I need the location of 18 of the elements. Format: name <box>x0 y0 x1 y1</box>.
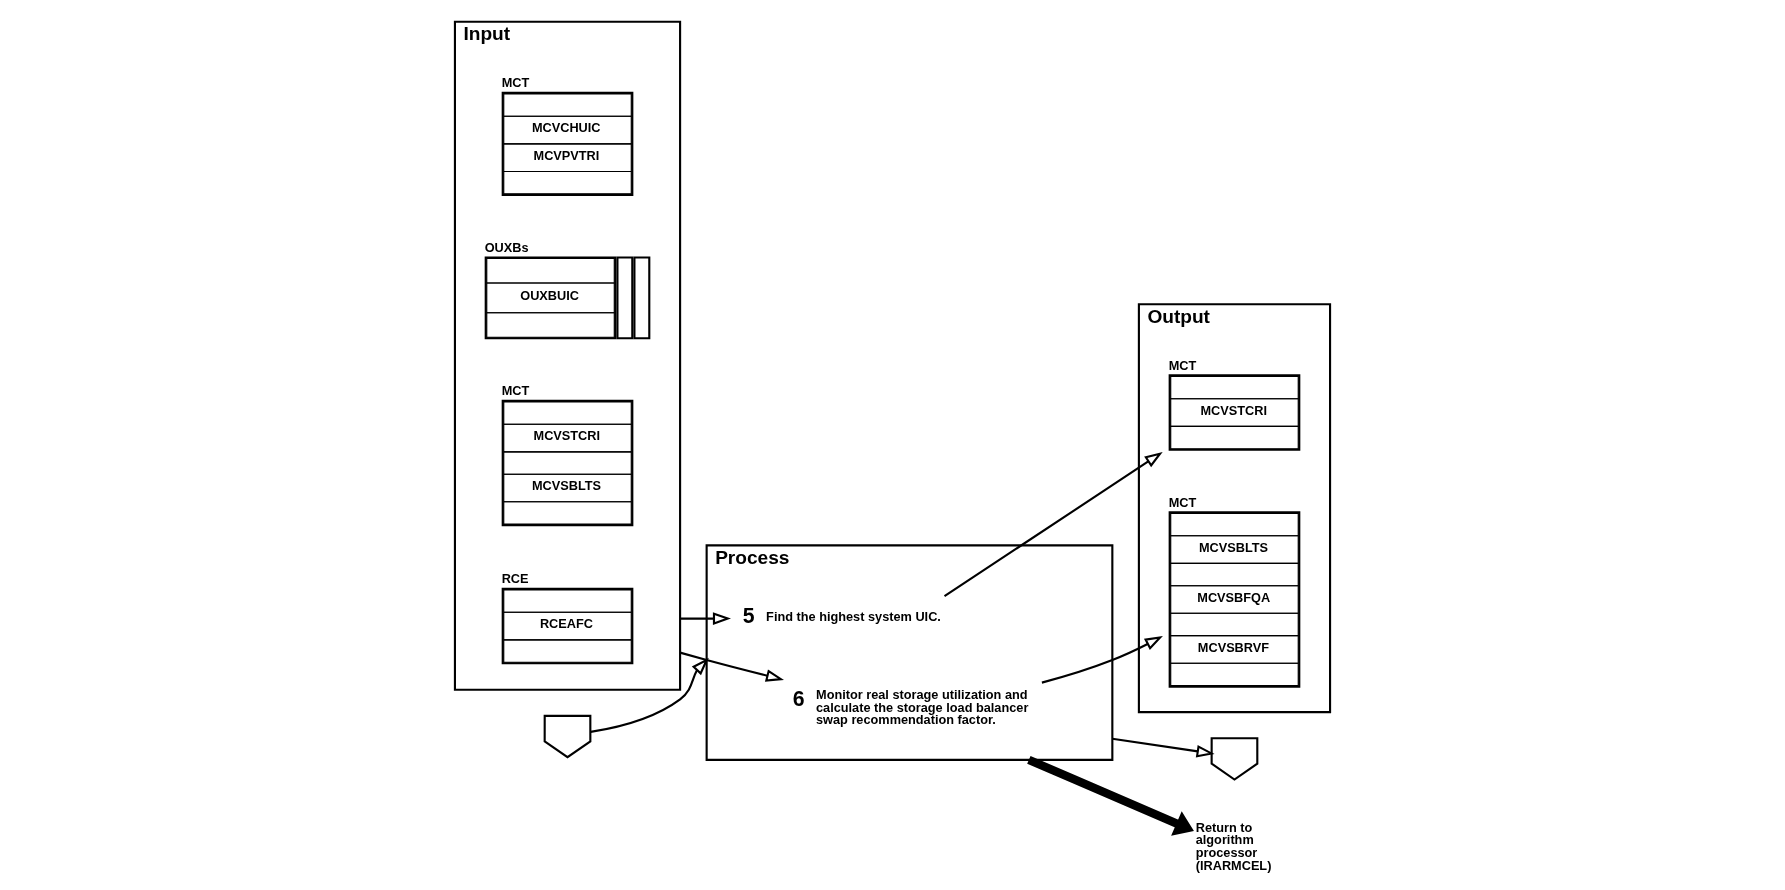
arrow <box>1112 737 1215 757</box>
node-label: MCT <box>501 382 530 398</box>
node-label: RCE <box>501 570 529 586</box>
node-label: OUXBs <box>484 239 529 255</box>
node-label: MCT <box>1168 357 1197 373</box>
node-label: MCT <box>1168 494 1197 510</box>
arrow <box>1027 755 1194 836</box>
node-text: Return to algorithm processor (IRARMCEL) <box>1195 819 1272 873</box>
node-pentagon <box>543 714 592 758</box>
node-text: 6 Monitor real storage utilization and calculate the storage load balancer swap recommendation factor. <box>792 686 1029 727</box>
node-text: 5 Find the highest system UIC. <box>742 603 941 628</box>
arrow <box>680 611 731 625</box>
arrow <box>1041 635 1163 684</box>
arrow <box>943 451 1163 597</box>
node-pentagon <box>1210 736 1259 781</box>
arrow <box>679 651 784 682</box>
node-label: MCT <box>501 74 530 90</box>
arrow <box>590 657 709 733</box>
